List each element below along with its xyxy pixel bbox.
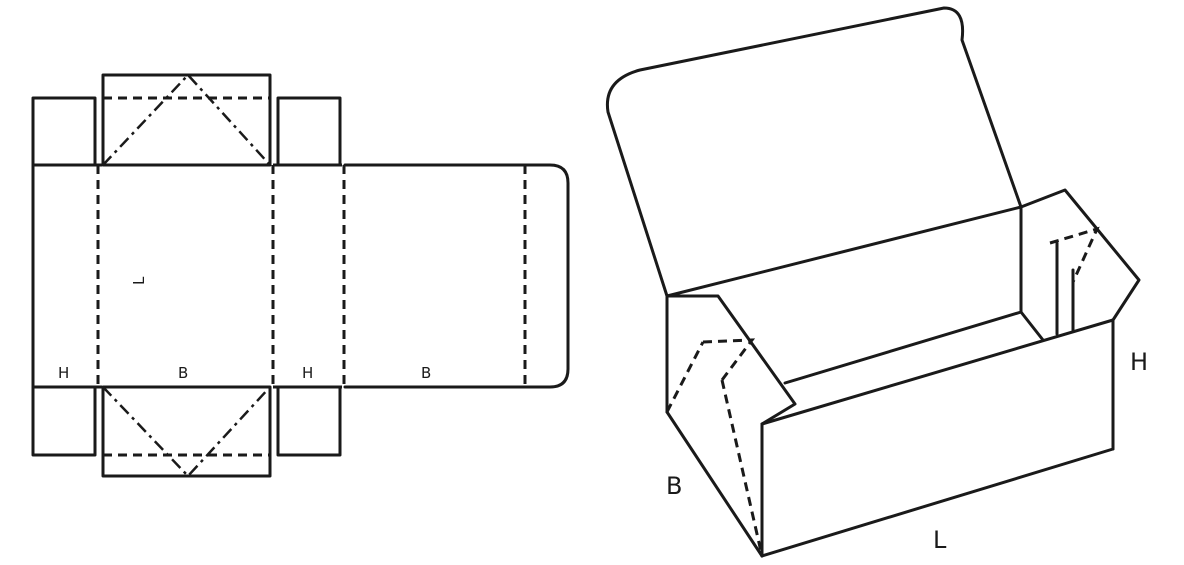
left-side-fold-b: [720, 379, 764, 557]
top-gusset-fold: [102, 73, 271, 166]
front-top-edge: [760, 318, 1115, 426]
inner-floor-edge: [1019, 310, 1045, 342]
bottom-dust-flap: [101, 385, 272, 478]
label-L: L: [130, 276, 148, 285]
back-rim: [665, 205, 1023, 298]
flat-layout: L H B H B: [31, 73, 570, 478]
label-B-right: B: [421, 364, 431, 382]
bottom-gusset-fold: [102, 386, 271, 478]
bottom-left-flap: [31, 385, 97, 457]
top-left-flap: [31, 96, 97, 167]
top-right-flap: [276, 96, 342, 167]
inner-back-floor: [783, 310, 1023, 385]
left-flap-fold: [702, 338, 756, 381]
top-dust-flap: [101, 73, 272, 167]
label-B-center: B: [178, 364, 188, 382]
bottom-right-flap: [276, 385, 342, 457]
bottom-left-edge: [665, 410, 764, 558]
left-panel-edge: [31, 163, 97, 389]
dim-label-H: H: [1130, 348, 1148, 376]
dim-label-B: B: [666, 472, 682, 500]
dim-label-L: L: [933, 526, 947, 554]
right-end-flap: [1019, 188, 1141, 322]
lid-panel-outline: [343, 163, 570, 389]
label-H-left: H: [58, 364, 69, 382]
front-bottom-edge: [760, 447, 1115, 558]
left-side-fold-a: [665, 341, 705, 413]
open-lid: [605, 6, 1023, 298]
label-H-right: H: [302, 364, 313, 382]
assembled-box: B L H: [605, 6, 1148, 558]
left-end-flap: [665, 294, 797, 426]
right-flap-fold: [1049, 226, 1100, 283]
